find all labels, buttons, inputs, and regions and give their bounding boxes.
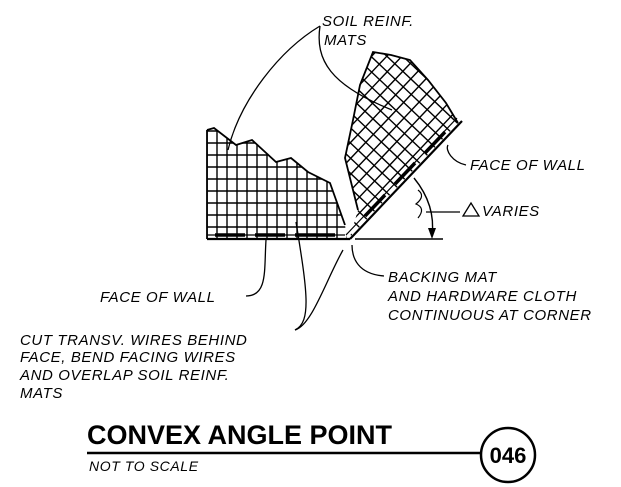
mat-left-break-line — [206, 127, 346, 226]
label-soil-reinf: SOIL REINF. — [322, 13, 414, 30]
leader-lines — [227, 25, 467, 331]
label-hardware-cloth: AND HARDWARE CLOTH — [387, 288, 577, 305]
detail-number-circle — [479, 426, 537, 484]
soil-reinf-mat-left — [206, 127, 347, 239]
detail-subtitle: NOT TO SCALE — [89, 458, 199, 474]
wall-face-angled — [345, 117, 463, 240]
label-face-of-wall-left: FACE OF WALL — [100, 289, 216, 306]
delta-icon — [461, 201, 481, 217]
label-face-of-wall-right: FACE OF WALL — [470, 157, 586, 174]
label-overlap: AND OVERLAP SOIL REINF. — [19, 367, 229, 384]
label-varies: VARIES — [482, 203, 540, 220]
detail-title: CONVEX ANGLE POINT — [87, 420, 393, 450]
label-soil-reinf-mats: MATS — [324, 32, 367, 49]
label-mats: MATS — [20, 385, 63, 402]
label-continuous-corner: CONTINUOUS AT CORNER — [388, 307, 592, 324]
label-cut-transv: CUT TRANSV. WIRES BEHIND — [20, 332, 247, 349]
label-bend-facing: FACE, BEND FACING WIRES — [20, 349, 236, 366]
label-backing-mat: BACKING MAT — [388, 269, 498, 286]
detail-number: 046 — [490, 443, 527, 468]
wall-face-horizontal — [207, 233, 350, 241]
angle-varies-arc — [413, 177, 436, 239]
mat-right-break-line — [344, 50, 459, 211]
